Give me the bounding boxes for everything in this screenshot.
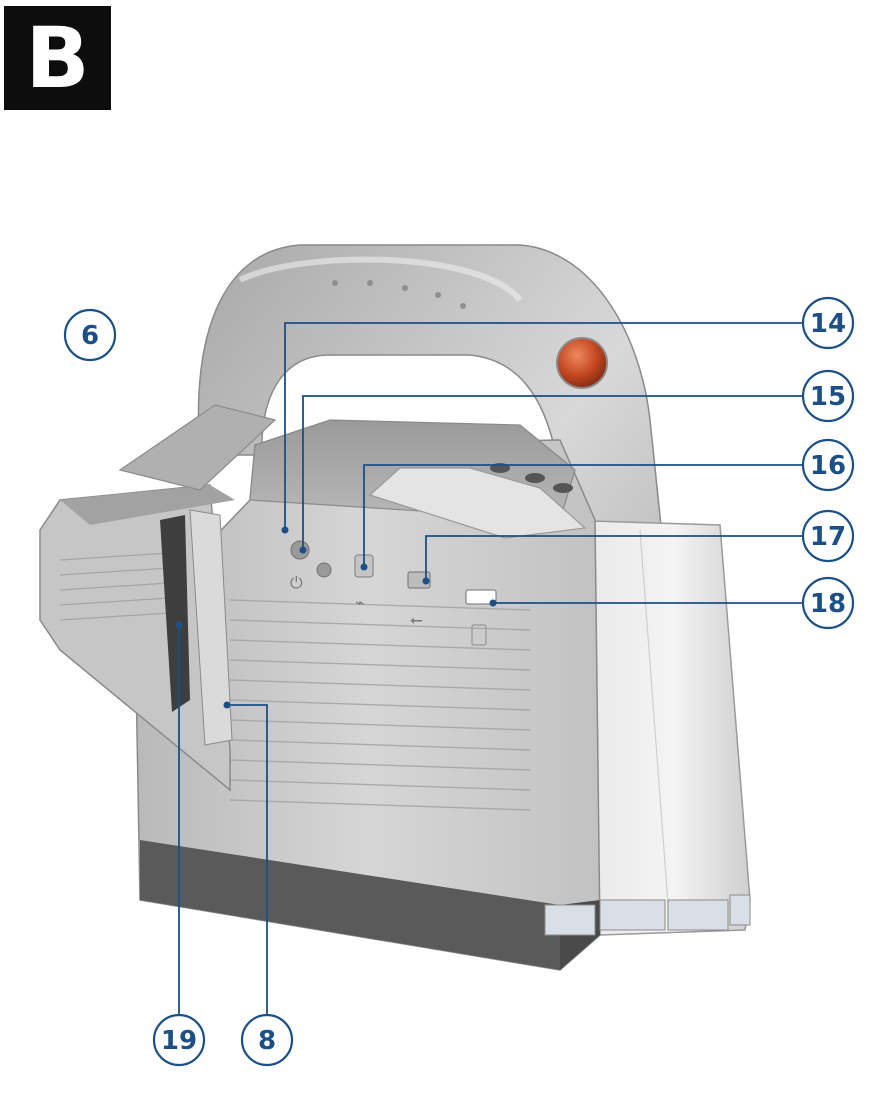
callout-18-label: 18 bbox=[810, 589, 846, 619]
callout-19: 19 bbox=[152, 1013, 206, 1067]
callout-6: 6 bbox=[63, 308, 117, 362]
leader-17 bbox=[425, 535, 803, 581]
base-feet bbox=[544, 894, 751, 936]
callout-8: 8 bbox=[240, 1013, 294, 1067]
leader-16 bbox=[363, 464, 803, 567]
power-icon: ⏻ bbox=[290, 573, 303, 592]
leader-15-dot bbox=[299, 546, 307, 554]
leader-15 bbox=[302, 395, 803, 550]
callout-19-label: 19 bbox=[161, 1026, 197, 1056]
callout-18: 18 bbox=[801, 576, 855, 630]
callout-6-label: 6 bbox=[81, 321, 99, 351]
card-slot-icon bbox=[471, 624, 487, 646]
leader-17-dot bbox=[422, 577, 430, 585]
callout-17: 17 bbox=[801, 509, 855, 563]
callout-14-label: 14 bbox=[810, 309, 846, 339]
leader-8-dot bbox=[223, 701, 231, 709]
battery-insert bbox=[189, 509, 233, 746]
leader-18-dot bbox=[489, 599, 497, 607]
cover-hinge bbox=[160, 515, 190, 712]
handle-button bbox=[556, 337, 608, 389]
open-cover bbox=[39, 404, 277, 792]
display-screen bbox=[368, 467, 587, 539]
panel-label: B bbox=[4, 6, 111, 110]
callout-15-label: 15 bbox=[810, 382, 846, 412]
callout-16-label: 16 bbox=[810, 451, 846, 481]
callout-8-label: 8 bbox=[258, 1026, 276, 1056]
device-body: ⏻ ⌁ ⭠ bbox=[134, 419, 751, 971]
callout-15: 15 bbox=[801, 369, 855, 423]
leader-8 bbox=[227, 704, 268, 1015]
leader-14 bbox=[284, 322, 803, 530]
leader-14-dot bbox=[281, 526, 289, 534]
leader-19-dot bbox=[175, 621, 183, 629]
leader-16-dot bbox=[360, 563, 368, 571]
connector-panel: ⏻ ⌁ ⭠ bbox=[290, 540, 497, 646]
callout-17-label: 17 bbox=[810, 522, 846, 552]
callout-14: 14 bbox=[801, 296, 855, 350]
usb-icon: ⭠ bbox=[410, 610, 423, 629]
carry-handle bbox=[197, 244, 701, 901]
leader-lines bbox=[175, 322, 803, 1015]
network-icon: ⌁ bbox=[355, 593, 365, 612]
callout-16: 16 bbox=[801, 438, 855, 492]
